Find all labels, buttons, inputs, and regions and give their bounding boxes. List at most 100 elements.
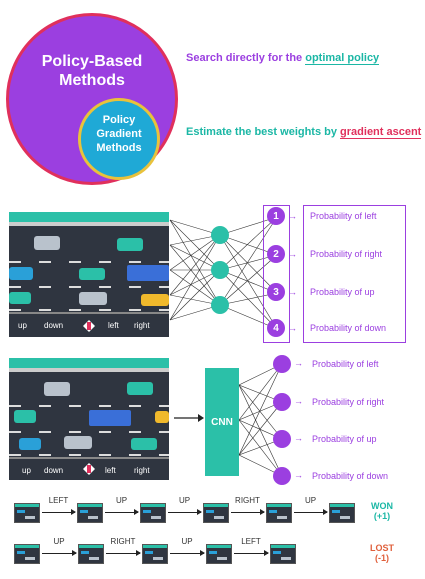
arrow-right-icon bbox=[106, 553, 140, 554]
cnn-label: CNN bbox=[211, 416, 233, 428]
probability-label: Probability of down bbox=[310, 323, 387, 333]
estimate-highlight: gradient ascent bbox=[340, 126, 422, 139]
arrow-right-icon: → bbox=[294, 470, 303, 480]
output-node-3: 3 bbox=[267, 283, 285, 301]
label-right: right bbox=[134, 321, 150, 330]
road-scene-1 bbox=[9, 212, 169, 332]
arrow-right-icon bbox=[42, 553, 76, 554]
label-down: down bbox=[44, 321, 64, 330]
cnn-output-connections bbox=[239, 363, 283, 477]
won-label: WON bbox=[371, 501, 393, 511]
car-icon bbox=[141, 294, 169, 306]
game-frame bbox=[270, 544, 296, 564]
arrow-right-icon: → bbox=[288, 287, 297, 297]
arrow-right-icon: → bbox=[294, 358, 303, 368]
arrow-head-icon bbox=[200, 550, 205, 556]
lost-label: LOST bbox=[370, 543, 394, 553]
search-text: Search directly for the bbox=[186, 52, 306, 64]
won-reward: (+1) bbox=[373, 511, 391, 521]
road-scene-2 bbox=[9, 358, 169, 475]
game-frame bbox=[266, 503, 292, 523]
label-left: left bbox=[108, 321, 119, 330]
output-box bbox=[263, 205, 290, 343]
truck-icon bbox=[89, 410, 131, 426]
action-label: UP bbox=[181, 537, 193, 546]
arrow-head-icon bbox=[71, 509, 76, 515]
probability-label: Probability of down bbox=[312, 471, 389, 481]
game-frame bbox=[14, 544, 40, 564]
game-frame bbox=[77, 503, 103, 523]
arrow-right-icon bbox=[168, 512, 201, 513]
output-node bbox=[273, 355, 291, 373]
arrow-right-icon bbox=[170, 553, 204, 554]
probability-label: Probability of up bbox=[312, 434, 377, 444]
arrow-head-icon bbox=[72, 550, 77, 556]
car-icon bbox=[79, 292, 107, 305]
output-node bbox=[273, 467, 291, 485]
arrow-right-icon bbox=[231, 512, 264, 513]
probability-label: Probability of left bbox=[310, 211, 377, 221]
action-label: RIGHT bbox=[110, 537, 136, 546]
label-down-2: down bbox=[44, 466, 64, 475]
arrow-right-icon bbox=[234, 553, 268, 554]
output-node bbox=[273, 393, 291, 411]
arrow-right-icon bbox=[294, 512, 327, 513]
action-label: UP bbox=[53, 537, 65, 546]
car-icon bbox=[64, 436, 92, 449]
game-frame bbox=[142, 544, 168, 564]
label-left-2: left bbox=[105, 466, 116, 475]
arrow-head-icon bbox=[136, 550, 141, 556]
game-frame bbox=[206, 544, 232, 564]
car-icon bbox=[131, 438, 157, 450]
car-icon bbox=[14, 410, 36, 423]
outer-title-line2: Methods bbox=[59, 72, 125, 89]
arrow-right-icon: → bbox=[288, 211, 297, 221]
arrow-right-icon: → bbox=[294, 396, 303, 406]
game-frame bbox=[329, 503, 355, 523]
arrow-right-icon: → bbox=[288, 249, 297, 259]
policy-gradient-methods-title: Policy Gradient Methods bbox=[78, 113, 160, 155]
road-image-1 bbox=[9, 212, 169, 337]
game-frame bbox=[78, 544, 104, 564]
search-highlight: optimal policy bbox=[305, 52, 380, 65]
output-node-1: 1 bbox=[267, 207, 285, 225]
outer-title-line1: Policy-Based bbox=[41, 53, 143, 70]
label-up-2: up bbox=[22, 466, 31, 475]
car-icon bbox=[155, 411, 169, 423]
search-description: Search directly for the optimal policy bbox=[186, 52, 380, 65]
arrow-to-cnn-icon bbox=[174, 414, 204, 422]
output-node-2: 2 bbox=[267, 245, 285, 263]
probability-label: Probability of left bbox=[312, 359, 379, 369]
cnn-block: CNN bbox=[205, 368, 239, 476]
arrow-right-icon: → bbox=[288, 323, 297, 333]
label-right-2: right bbox=[134, 466, 150, 475]
episode-2-result: LOST (-1) bbox=[362, 543, 402, 563]
action-label: RIGHT bbox=[235, 496, 260, 505]
output-node bbox=[273, 430, 291, 448]
episode-2-sequence: UP RIGHT UP LEFT bbox=[14, 537, 344, 567]
arrow-right-icon bbox=[105, 512, 138, 513]
action-label: LEFT bbox=[241, 537, 261, 546]
inner-title-line2: Gradient bbox=[96, 128, 142, 140]
output-node-4: 4 bbox=[267, 319, 285, 337]
estimate-description: Estimate the best weights by gradient as… bbox=[186, 126, 422, 139]
arrow-head-icon bbox=[264, 550, 269, 556]
lost-reward: (-1) bbox=[375, 553, 389, 563]
arrow-right-icon bbox=[42, 512, 75, 513]
game-frame bbox=[140, 503, 166, 523]
action-label: UP bbox=[115, 496, 128, 505]
inner-title-line3: Methods bbox=[96, 142, 142, 154]
action-label: UP bbox=[304, 496, 317, 505]
estimate-text: Estimate the best weights by bbox=[186, 126, 341, 138]
car-icon bbox=[117, 238, 143, 251]
game-frame bbox=[14, 503, 40, 523]
probability-label: Probability of right bbox=[312, 397, 385, 407]
hidden-node bbox=[211, 226, 229, 244]
truck-icon bbox=[127, 265, 169, 281]
car-icon bbox=[79, 268, 105, 280]
action-label: LEFT bbox=[48, 496, 69, 505]
policy-gradient-methods-circle bbox=[78, 98, 160, 180]
probability-label: Probability of up bbox=[310, 287, 375, 297]
road-image-2 bbox=[9, 358, 169, 480]
